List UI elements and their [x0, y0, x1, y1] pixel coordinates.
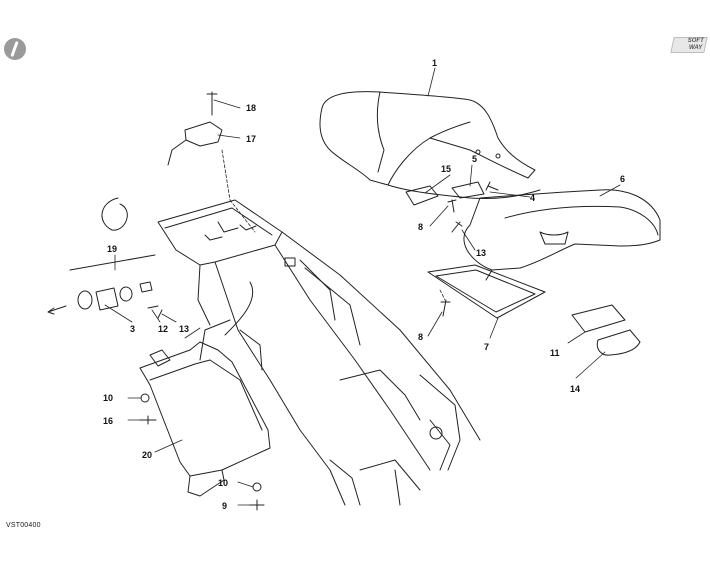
- callout-8-lower: 8: [418, 332, 423, 342]
- washer-10-upper: [140, 393, 150, 403]
- screw-9: [249, 499, 265, 511]
- screw-16: [139, 415, 157, 425]
- seat-lock: [167, 91, 223, 166]
- reference-code: VST00400: [6, 522, 41, 529]
- cable-loop: [101, 197, 128, 231]
- callout-6: 6: [620, 174, 625, 184]
- screw-13-upper: [451, 221, 463, 233]
- bracket-5: [451, 181, 485, 199]
- bracket-15: [405, 185, 439, 206]
- seat-cowl: [463, 189, 661, 281]
- screw-8-lower: [440, 299, 451, 317]
- callout-4: 4: [530, 193, 535, 203]
- undertray-plate: [427, 264, 546, 319]
- callout-12: 12: [158, 324, 168, 334]
- lock-assembly-19: [47, 254, 163, 319]
- pouch-14: [596, 329, 641, 356]
- callout-16: 16: [103, 416, 113, 426]
- callout-10-upper: 10: [103, 393, 113, 403]
- callout-9: 9: [222, 501, 227, 511]
- callout-19: 19: [107, 244, 117, 254]
- screw-8-upper: [447, 199, 457, 213]
- screw-4: [485, 181, 499, 191]
- callout-20: 20: [142, 450, 152, 460]
- subframe: [157, 199, 481, 506]
- rear-undertray: [139, 341, 271, 497]
- callout-18: 18: [246, 103, 256, 113]
- callout-17: 17: [246, 134, 256, 144]
- manual-11: [571, 304, 626, 333]
- callout-14: 14: [570, 384, 580, 394]
- callout-1: 1: [432, 58, 437, 68]
- callout-15: 15: [441, 164, 451, 174]
- callout-8-upper: 8: [418, 222, 423, 232]
- callout-11: 11: [550, 348, 560, 358]
- callout-10-lower: 10: [218, 478, 228, 488]
- callout-5: 5: [472, 154, 477, 164]
- callout-13-upper: 13: [476, 248, 486, 258]
- corner-logo-icon: [4, 38, 26, 60]
- washer-10-lower: [252, 482, 262, 492]
- seat: [319, 91, 541, 199]
- callout-labels: 1 4 5 6 7 8 8 9 10 10 11 12 13 13 14 15 …: [103, 58, 625, 511]
- callout-3: 3: [130, 324, 135, 334]
- callout-7: 7: [484, 342, 489, 352]
- callout-13-lower: 13: [179, 324, 189, 334]
- leader-lines: [104, 67, 621, 506]
